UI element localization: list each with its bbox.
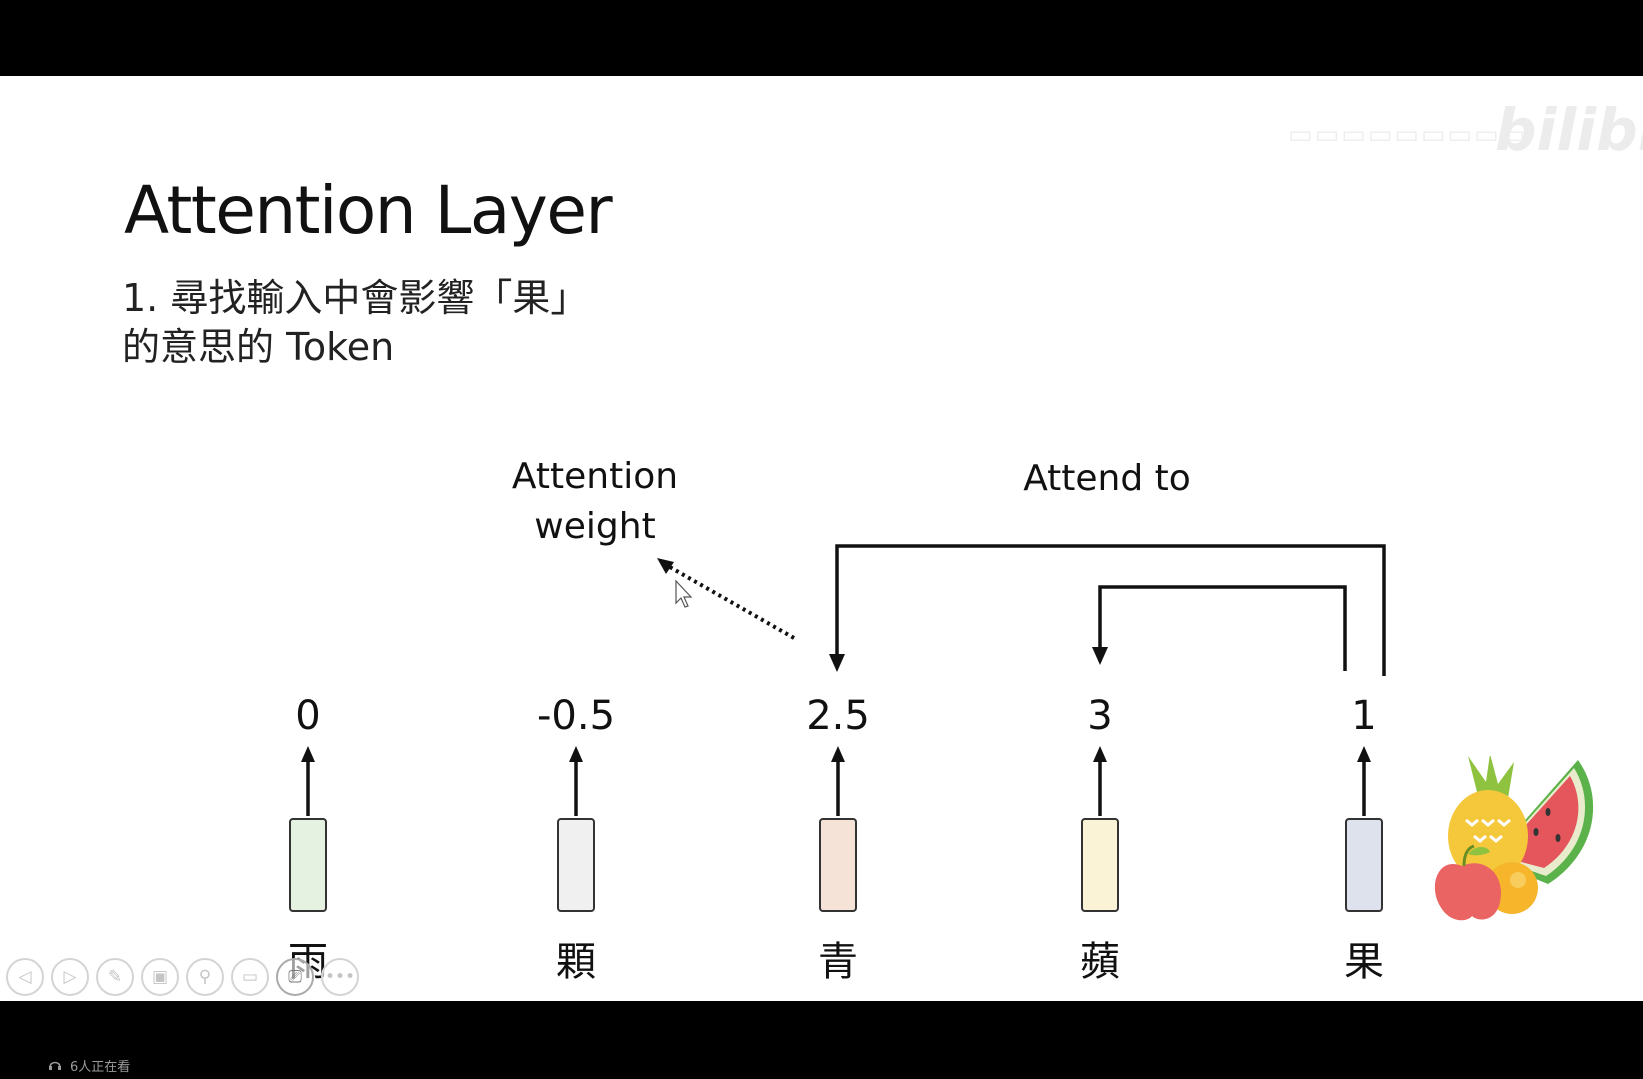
token-character: 顆 [556,939,596,985]
token-vector [1345,818,1383,912]
prev-slide-button[interactable]: ◁ [6,958,44,996]
attend-to-bracket-inner [1098,585,1347,671]
attention-weight-value: 3 [1087,693,1113,739]
attention-weight-value: -0.5 [536,693,616,739]
token-character: 蘋 [1080,939,1120,985]
bilibili-watermark-logo: bilibili [1495,96,1643,164]
pen-tool-button[interactable]: ✎ [96,958,134,996]
slides-grid-button[interactable]: ▣ [141,958,179,996]
token-up-arrowhead [569,746,583,762]
attention-weight-label-line-1: Attention [511,456,679,497]
attention-weight-label-line-2: weight [534,506,656,547]
slide-title: Attention Layer [124,172,613,249]
token-vector [289,818,327,912]
watermark-text: ▭▭▭▭▭▭▭▭▭ [1288,120,1528,150]
token-up-arrows [301,746,1371,816]
bottom-black-bar [0,1001,1643,1079]
attention-weight-pointer [667,564,795,640]
token-vector [819,818,857,912]
attention-weight-value: 1 [1351,693,1377,739]
zoom-icon: ⚲ [198,967,212,987]
slides-grid-icon: ▣ [151,967,169,987]
fruit-illustration-icon [1434,756,1594,921]
presentation-slide: ▭▭▭▭▭▭▭▭▭ bilibili Attention Layer 1. 尋找… [0,76,1643,1001]
subtitles-button[interactable]: ▭ [231,958,269,996]
top-black-bar [0,0,1643,76]
attend-to-arrowhead-ping [1092,647,1108,665]
zoom-button[interactable]: ⚲ [186,958,224,996]
token-vector [1081,818,1119,912]
attend-to-bracket-outer [835,544,1386,676]
pen-tool-icon: ✎ [107,967,123,987]
subtitles-icon: ▭ [241,967,259,987]
camera-button[interactable]: ⎚ [276,958,314,996]
headphone-icon [49,1061,61,1070]
slide-subtitle-line-2: 的意思的 Token [122,325,395,369]
viewer-count: 6人正在看 [70,1060,131,1075]
attention-weight-pointer-head [657,558,674,574]
token-up-arrowhead [1093,746,1107,762]
token-up-arrowhead [301,746,315,762]
mouse-cursor-icon [675,579,693,608]
token-up-arrowhead [831,746,845,762]
next-slide-icon: ▷ [63,967,77,987]
token-vector [557,818,595,912]
more-options-button[interactable]: ••• [321,958,359,996]
camera-icon: ⎚ [288,967,302,987]
token-character: 果 [1344,939,1384,985]
attention-diagram-connectors [301,544,1386,816]
presentation-toolbar: ◁ ▷ ✎ ▣ ⚲ ▭ ⎚ ••• [6,958,359,1001]
token-up-arrowhead [1357,746,1371,762]
attention-weight-value: 0 [295,693,321,739]
prev-slide-icon: ◁ [18,967,32,987]
attend-to-arrowhead-qing [829,654,845,672]
token-character: 青 [818,939,858,985]
more-options-icon: ••• [324,967,356,987]
attend-to-label: Attend to [1023,458,1191,499]
attention-weight-value: 2.5 [806,693,870,739]
slide-subtitle-line-1: 1. 尋找輸入中會影響「果」 [122,276,589,320]
next-slide-button[interactable]: ▷ [51,958,89,996]
